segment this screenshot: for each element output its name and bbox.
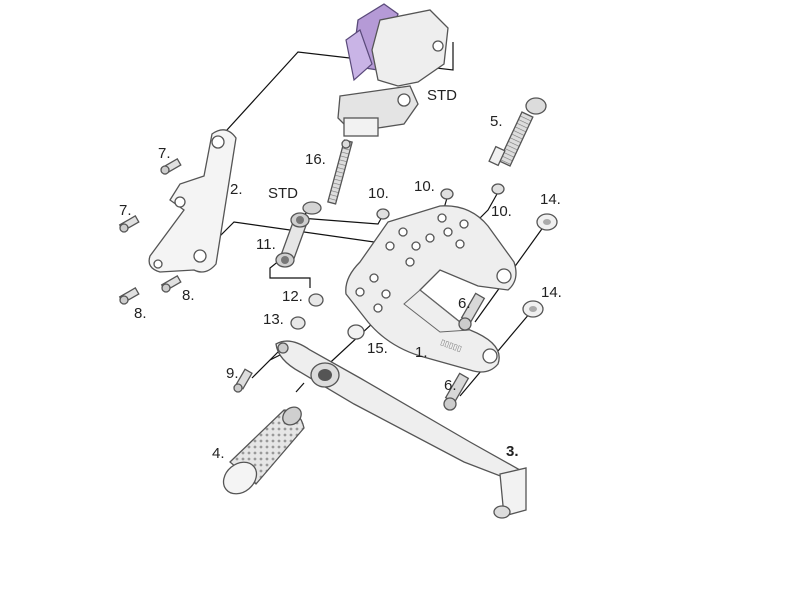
- label-part-5: 5.: [490, 113, 503, 130]
- bracket-plate: [148, 129, 237, 273]
- label-part-8-left: 8.: [134, 305, 147, 322]
- label-part-9: 9.: [226, 365, 239, 382]
- bushing-15: [347, 324, 365, 340]
- label-part-1: 1.: [415, 344, 428, 361]
- bolt-6-lower: [443, 372, 470, 411]
- label-part-6-upper: 6.: [458, 295, 471, 312]
- label-part-14-upper: 14.: [540, 191, 561, 208]
- bolt-6-upper: [458, 292, 486, 331]
- label-part-13: 13.: [263, 311, 284, 328]
- label-part-3: 3.: [506, 443, 519, 460]
- label-part-6-lower: 6.: [444, 377, 457, 394]
- shift-lever-3: [275, 340, 527, 519]
- threaded-rod-16: [327, 139, 353, 205]
- label-part-12: 12.: [282, 288, 303, 305]
- label-part-4: 4.: [212, 445, 225, 462]
- label-part-11: 11.: [256, 236, 276, 253]
- label-part-10-right: 10.: [491, 203, 512, 220]
- rearset-plate-1: ▯▯▯▯▯: [345, 205, 517, 373]
- washer-10-right: [491, 183, 505, 195]
- washer-10-left: [376, 208, 390, 220]
- washer-14-lower: [522, 300, 544, 318]
- label-part-2: 2.: [230, 181, 243, 198]
- label-part-7-upper: 7.: [158, 145, 171, 162]
- label-part-15: 15.: [367, 340, 388, 357]
- washer-10-mid: [440, 188, 454, 200]
- label-std-master-cylinder: STD: [427, 87, 457, 104]
- label-part-16: 16.: [305, 151, 326, 168]
- label-part-10-left: 10.: [368, 185, 389, 202]
- std-nut: [302, 201, 322, 215]
- bolt-8-right: [160, 275, 182, 293]
- label-part-8-right: 8.: [182, 287, 195, 304]
- bolt-7-upper: [160, 158, 182, 175]
- label-part-14-lower: 14.: [541, 284, 562, 301]
- bolt-7-lower: [118, 215, 140, 233]
- callout-labels: STD STD 1. 2. 3. 4. 5. 6. 6. 7. 7. 8. 8.…: [119, 87, 562, 462]
- label-part-7-lower: 7.: [119, 202, 132, 219]
- washer-13: [290, 316, 306, 330]
- washer-12: [308, 293, 324, 307]
- long-bolt-5: [488, 97, 547, 167]
- rod-end-link-11: [275, 212, 310, 268]
- label-std-nut: STD: [268, 185, 298, 202]
- bolt-8-left: [118, 287, 140, 305]
- bolt-9: [233, 368, 253, 393]
- foot-peg-4: [222, 406, 305, 495]
- washer-14-upper: [536, 213, 558, 231]
- label-part-10-mid: 10.: [414, 178, 435, 195]
- master-cylinder: [337, 3, 449, 137]
